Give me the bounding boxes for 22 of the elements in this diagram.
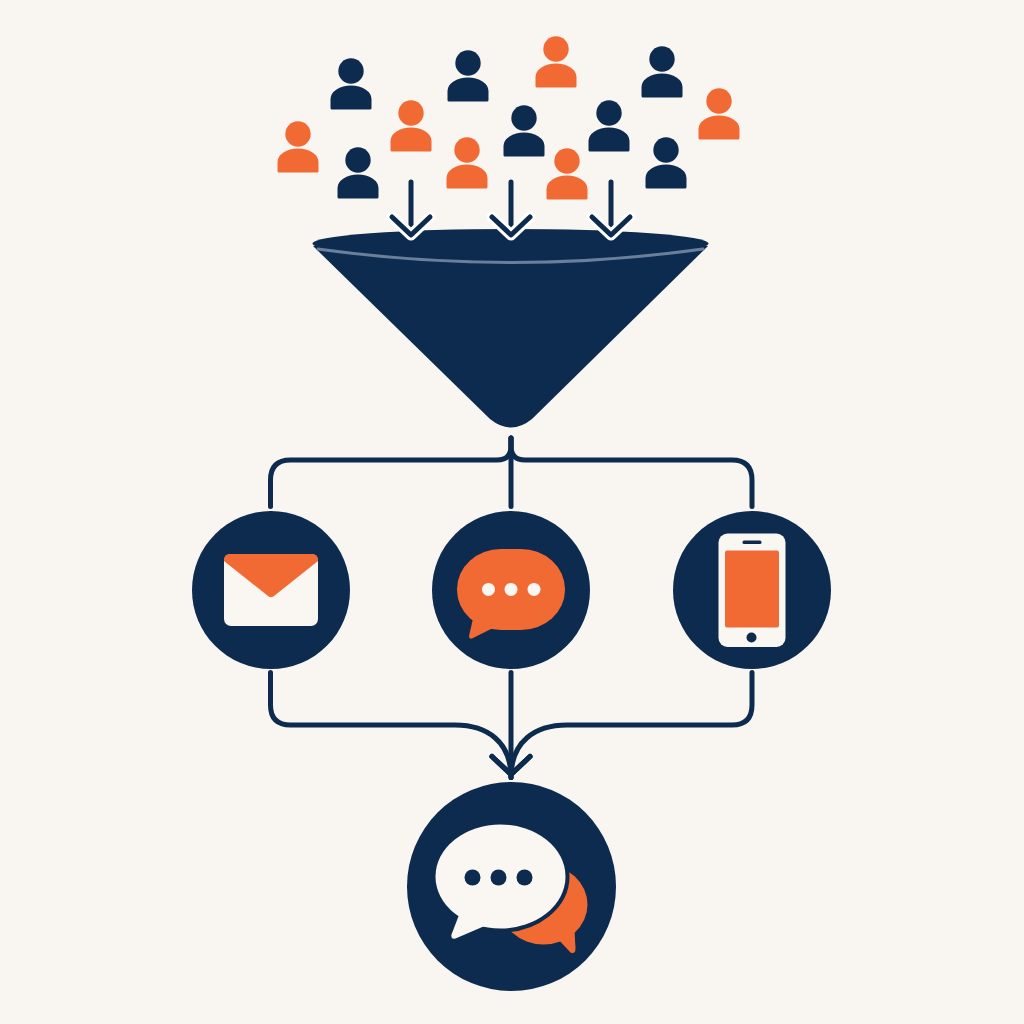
person-icon [645, 137, 687, 189]
arrow [586, 179, 636, 241]
connector-line [508, 435, 755, 509]
person-icon [641, 46, 683, 98]
person-icon [446, 137, 488, 189]
person-icon [535, 36, 577, 88]
arrow [486, 179, 536, 241]
smartphone-icon [673, 510, 831, 669]
person-icon [337, 147, 379, 199]
arrow [490, 670, 755, 780]
chat-bubble-icon [432, 510, 590, 669]
person-icon [277, 121, 319, 173]
person-icon [588, 100, 630, 152]
person-icon [390, 100, 432, 152]
conversation-icon [406, 781, 616, 991]
person-icon [447, 50, 489, 102]
person-icon [546, 148, 588, 200]
envelope-icon [191, 510, 350, 669]
person-icon [503, 105, 545, 157]
arrow [386, 179, 436, 241]
person-icon [330, 58, 372, 110]
person-icon [698, 88, 740, 140]
